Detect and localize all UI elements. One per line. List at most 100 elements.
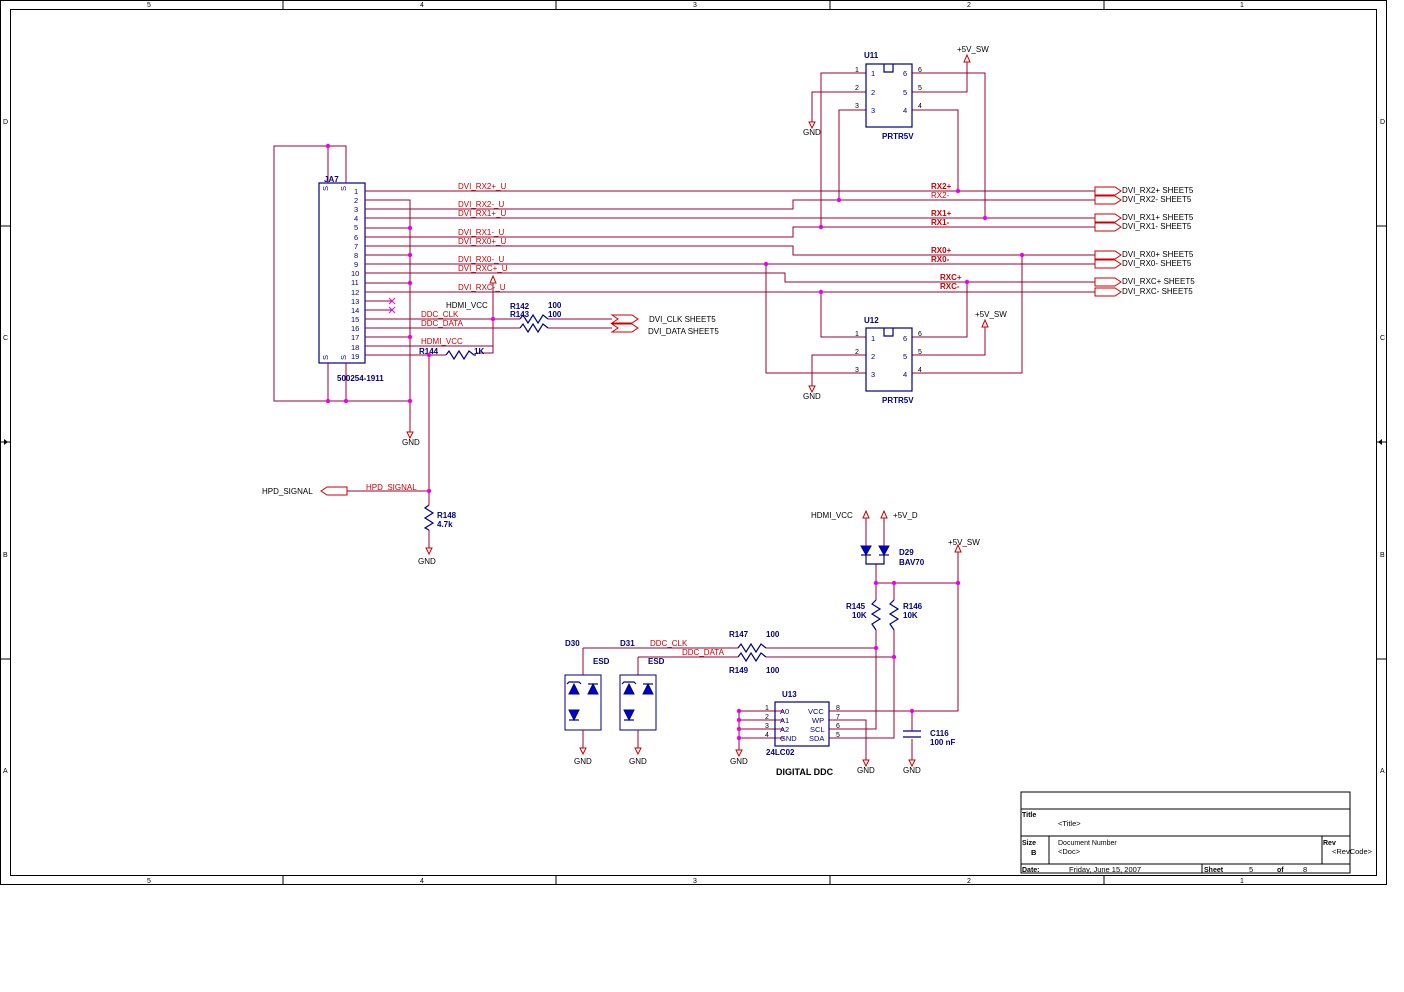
offsheet-label: HPD_SIGNAL [262, 487, 313, 496]
offsheet-label: DVI_RX0+ SHEET5 [1122, 250, 1194, 259]
date-value: Friday, June 15, 2007 [1069, 865, 1141, 874]
svg-text:GND: GND [803, 128, 821, 137]
svg-text:GND: GND [402, 438, 420, 447]
svg-text:4: 4 [918, 103, 922, 110]
resistor-r146: R146 10K [888, 599, 923, 631]
size-label: Size [1022, 840, 1036, 847]
svg-text:10K: 10K [903, 611, 918, 620]
svg-text:R145: R145 [846, 602, 866, 611]
gnd-symbol: GND [803, 121, 821, 137]
svg-text:100: 100 [548, 310, 562, 319]
svg-text:U13: U13 [782, 690, 797, 699]
svg-text:7: 7 [836, 714, 840, 721]
svg-text:R146: R146 [903, 602, 923, 611]
svg-text:3: 3 [765, 723, 769, 730]
svg-text:D30: D30 [565, 639, 580, 648]
ic-u11: U11 PRTR5V 1 1 2 2 3 3 6 6 5 5 4 4 [855, 51, 922, 141]
pin-number: 14 [351, 306, 359, 315]
border-row-labels: D C B A D C B A [3, 119, 1385, 775]
section-title: DIGITAL DDC [776, 767, 834, 777]
col-label: 4 [420, 2, 424, 9]
title-value: <Title> [1058, 819, 1081, 828]
power-5v-sw: +5V_SW [957, 45, 989, 63]
pin-number: 17 [351, 333, 359, 342]
pin-number: 8 [354, 251, 358, 260]
svg-text:GND: GND [574, 757, 592, 766]
svg-text:3: 3 [855, 103, 859, 110]
rev-label: Rev [1323, 840, 1336, 847]
pin-number: 10 [351, 269, 359, 278]
row-label: C [1380, 335, 1385, 342]
net-label: DVI_RXC+_U [458, 264, 508, 273]
svg-text:A1: A1 [780, 716, 789, 725]
sheet-value: 5 [1249, 865, 1253, 874]
pin-number: 11 [351, 278, 359, 287]
docnum-label: Document Number [1058, 840, 1117, 847]
of-label: of [1277, 867, 1284, 874]
net-label: RX2- [931, 191, 950, 200]
diode-d29: D29 BAV70 [860, 545, 925, 567]
resistor-r142: R142 100 [510, 301, 562, 325]
svg-text:100: 100 [766, 630, 780, 639]
svg-text:100: 100 [548, 301, 562, 310]
svg-text:5: 5 [836, 732, 840, 739]
row-label: C [3, 335, 8, 342]
svg-text:SDA: SDA [809, 734, 824, 743]
esd-d30: D30 ESD [564, 639, 610, 748]
svg-text:6: 6 [836, 723, 840, 730]
row-label: B [3, 552, 8, 559]
svg-text:R143: R143 [510, 310, 530, 319]
svg-text:WP: WP [812, 716, 824, 725]
net-label: RX1- [931, 218, 950, 227]
svg-text:5: 5 [903, 352, 907, 361]
svg-text:1: 1 [871, 69, 875, 78]
svg-text:6: 6 [903, 334, 907, 343]
svg-text:1: 1 [855, 331, 859, 338]
col-label: 2 [967, 878, 971, 885]
offsheet-label: DVI_RXC- SHEET5 [1122, 287, 1193, 296]
net-label: HPD_SIGNAL [366, 483, 417, 492]
offsheet-connectors: DVI_RX2+ SHEET5 DVI_RX2- SHEET5 DVI_RX1+… [262, 186, 1195, 496]
svg-text:6: 6 [918, 67, 922, 74]
col-label: 3 [693, 2, 697, 9]
svg-text:R148: R148 [437, 511, 457, 520]
svg-text:HDMI_VCC: HDMI_VCC [811, 511, 853, 520]
svg-text:GND: GND [629, 757, 647, 766]
svg-text:+5V_SW: +5V_SW [948, 538, 980, 547]
resistor-r144: R144 1K [419, 347, 484, 361]
svg-text:+5V_D: +5V_D [893, 511, 918, 520]
svg-text:GND: GND [418, 557, 436, 566]
svg-text:ESD: ESD [648, 657, 665, 666]
svg-text:4: 4 [903, 106, 907, 115]
ic-ref: U12 [864, 316, 879, 325]
net-label: DVI_RX1+_U [458, 209, 506, 218]
ic-ref: U11 [864, 51, 879, 60]
row-label: A [3, 768, 8, 775]
svg-text:2: 2 [871, 352, 875, 361]
svg-text:A0: A0 [780, 707, 789, 716]
pin-number: 4 [354, 214, 358, 223]
svg-text:10K: 10K [852, 611, 867, 620]
net-label: RXC- [940, 282, 960, 291]
svg-text:2: 2 [765, 714, 769, 721]
svg-text:1: 1 [855, 67, 859, 74]
svg-text:VCC: VCC [808, 707, 824, 716]
resistor-r145: R145 10K [846, 599, 882, 631]
net-label: RX0- [931, 255, 950, 264]
col-label: 4 [420, 878, 424, 885]
svg-text:3: 3 [871, 370, 875, 379]
svg-text:3: 3 [855, 367, 859, 374]
offsheet-label: DVI_DATA SHEET5 [648, 327, 719, 336]
gnd-symbol: GND [574, 747, 592, 766]
ic-part: PRTR5V [882, 132, 914, 141]
border-column-labels: 5 4 3 2 1 5 4 3 2 1 [147, 2, 1244, 885]
resistor-r147: R147 100 [729, 630, 780, 654]
svg-text:R149: R149 [729, 666, 749, 675]
net-label: DDC_CLK [421, 310, 459, 319]
junction-dots [325, 143, 1025, 741]
power-symbols: GND GND GND GND GND GND GND GND GND +5V_… [402, 45, 1007, 775]
date-label: Date: [1022, 867, 1040, 874]
svg-text:HDMI_VCC: HDMI_VCC [446, 301, 488, 310]
net-label: DDC_CLK [650, 639, 688, 648]
